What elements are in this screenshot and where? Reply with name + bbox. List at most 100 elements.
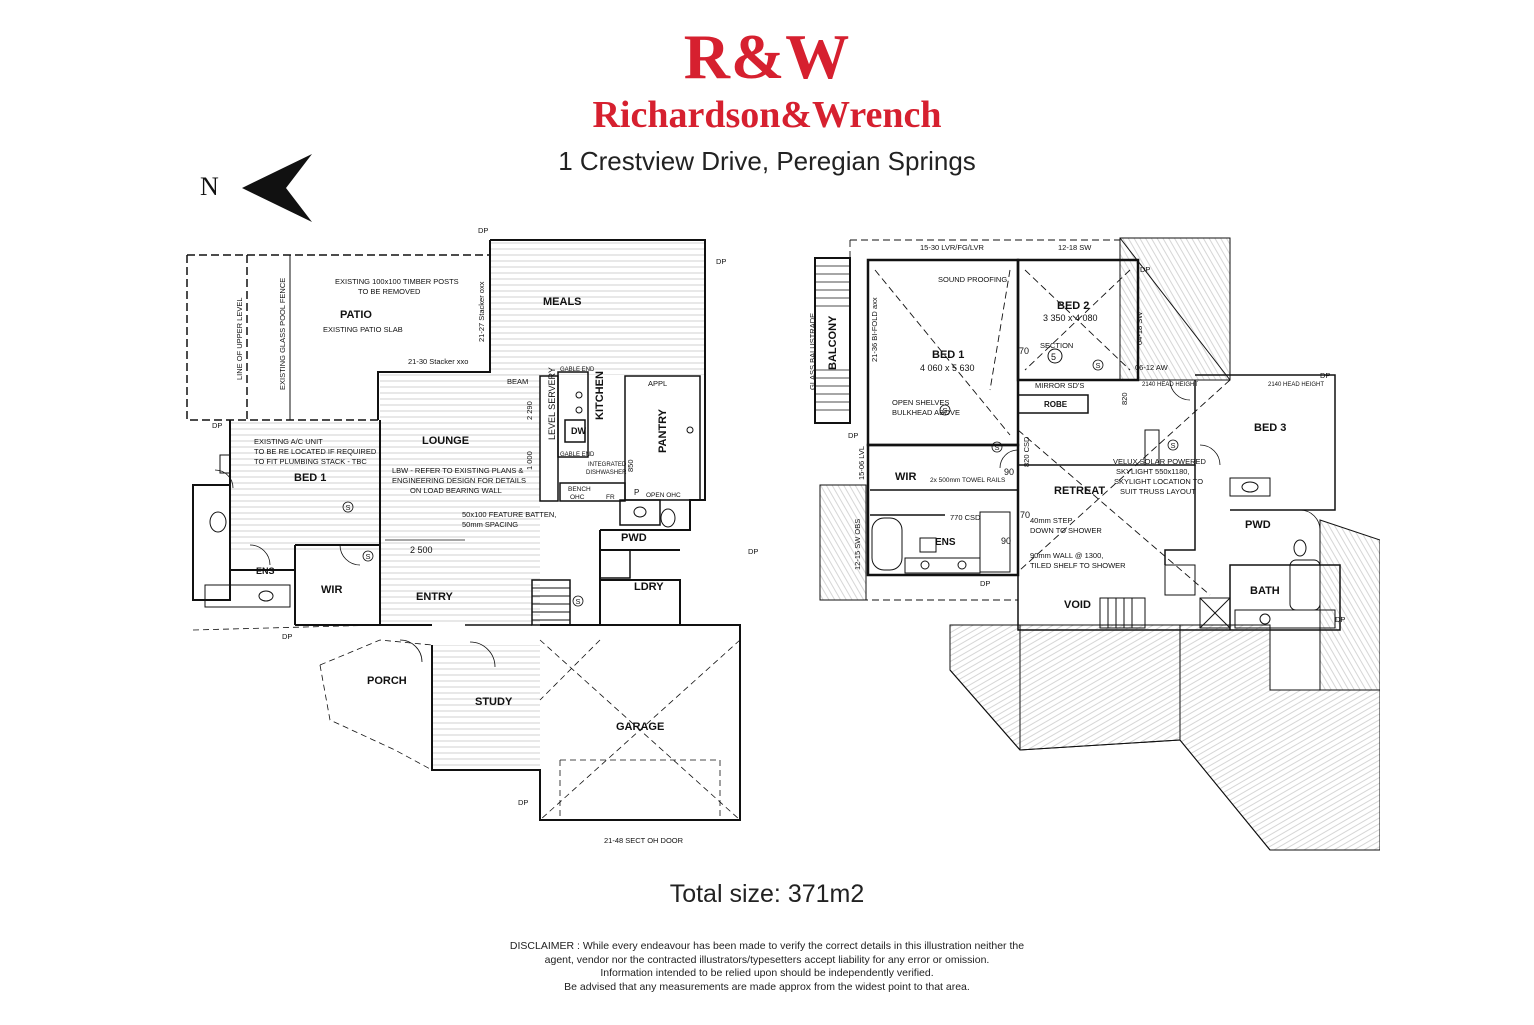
room-kitchen: KITCHEN [594, 371, 606, 420]
brand-name: Richardson&Wrench [592, 94, 942, 136]
note-velux-1: VELUX SOLAR POWERED [1113, 457, 1207, 466]
upper-room-pwd: PWD [1245, 519, 1271, 531]
note-dim-850: 850 [626, 459, 635, 472]
brand-logo: R&W [683, 21, 851, 92]
upper-dp-3: DP [1320, 371, 1330, 380]
room-patio: PATIO [340, 309, 372, 321]
svg-text:S: S [995, 443, 1000, 452]
note-towel: 2x 500mm TOWEL RAILS [930, 477, 1006, 484]
door-arcs [214, 469, 496, 668]
lounge-floor [380, 372, 540, 622]
note-batten-1: 50x100 FEATURE BATTEN, [462, 510, 556, 519]
room-study: STUDY [475, 696, 513, 708]
garage-roofline [192, 624, 741, 821]
bed1-floor [230, 420, 380, 550]
upper-room-wir: WIR [895, 471, 916, 483]
ground-floor-plan: SSS MEALS PATIO LOUNGE BED 1 PWD LDRY EN… [186, 226, 758, 845]
room-bed1: BED 1 [294, 472, 326, 484]
note-open-ohc: OPEN OHC [646, 492, 681, 499]
north-label: N [200, 172, 219, 201]
note-sw-1218: 12-18 SW [1058, 243, 1092, 252]
svg-text:S: S [576, 597, 581, 606]
note-beam: BEAM [507, 377, 528, 386]
upper-room-void: VOID [1064, 599, 1091, 611]
note-ac-2: TO BE RE LOCATED IF REQUIRED [254, 447, 377, 456]
smoke-letters: SSS [346, 503, 581, 606]
note-lvr: 15-30 LVR/FG/LVR [920, 243, 984, 252]
note-aw-0612: 06-12 AW [1135, 363, 1169, 372]
note-dim-70b: 70 [1020, 510, 1030, 520]
upper-stairs [1099, 564, 1196, 629]
dp-label-2: DP [716, 257, 726, 266]
note-csd-770: 770 CSD [950, 513, 981, 522]
note-lbw-1: LBW - REFER TO EXISTING PLANS & [392, 466, 523, 475]
room-lounge: LOUNGE [422, 435, 469, 447]
note-garage-door: 21-48 SECT OH DOOR [604, 836, 684, 845]
note-velux-2: SKYLIGHT 550x1180, [1116, 467, 1190, 476]
note-bench: BENCH [568, 486, 591, 493]
room-dw: DW [571, 426, 586, 436]
note-patio-slab: EXISTING PATIO SLAB [323, 325, 403, 334]
note-velux-3: SKYLIGHT LOCATION TO [1114, 477, 1203, 486]
note-wall-1: 90mm WALL @ 1300, [1030, 551, 1103, 560]
upper-room-ens: ENS [935, 537, 956, 548]
upper-bed2-size: 3 350 x 4 080 [1043, 313, 1098, 323]
disclaimer-line-2: agent, vendor nor the contracted illustr… [544, 953, 990, 966]
note-lbw-3: ON LOAD BEARING WALL [410, 486, 502, 495]
note-dim-2500: 2 500 [410, 545, 433, 555]
north-arrow-icon [242, 154, 312, 222]
stairs [465, 579, 571, 626]
note-dim-70a: 70 [1019, 346, 1029, 356]
note-step-2: DOWN TO SHOWER [1030, 526, 1102, 535]
total-size-value: 371m2 [787, 880, 865, 908]
room-pwd: PWD [621, 532, 647, 544]
upper-room-bed1: BED 1 [932, 349, 964, 361]
dp-label-4: DP [282, 632, 292, 641]
note-mirror: MIRROR SD'S [1035, 381, 1084, 390]
dp-label-1: DP [478, 226, 488, 235]
room-meals: MEALS [543, 296, 582, 308]
study-floor [432, 645, 540, 770]
upper-dp-4: DP [980, 579, 990, 588]
note-appl: APPL [648, 379, 667, 388]
upper-walls-thin [870, 374, 1341, 631]
upper-dp-1: DP [848, 431, 858, 440]
room-entry: ENTRY [416, 591, 454, 603]
note-head-1: 2140 HEAD HEIGHT [1142, 382, 1198, 388]
room-wir: WIR [321, 584, 342, 596]
note-dim-90a: 90 [1004, 467, 1014, 477]
disclaimer-line-4: Be advised that any measurements are mad… [564, 980, 970, 993]
note-ac-3: TO FIT PLUMBING STACK - TBC [254, 457, 367, 466]
upper-fixtures [871, 429, 1336, 629]
upper-room-bath: BATH [1250, 585, 1280, 597]
note-upper-level: LINE OF UPPER LEVEL [235, 297, 244, 380]
total-size-label: Total size: [669, 880, 781, 908]
note-wall-2: TILED SHELF TO SHOWER [1030, 561, 1126, 570]
note-level-servery: LEVEL SERVERY [547, 367, 557, 440]
fixtures [204, 391, 694, 608]
note-p: P [634, 488, 639, 497]
note-gable-end-top: GABLE END [560, 367, 595, 373]
meals-floor [490, 240, 705, 375]
upper-room-robe: ROBE [1044, 400, 1068, 409]
disclaimer-line-1: DISCLAIMER : While every endeavour has b… [509, 940, 1025, 952]
balcony [814, 257, 851, 424]
note-stacker-xxo: 21-30 Stacker xxo [408, 357, 468, 366]
dp-label-5: DP [518, 798, 528, 807]
note-velux-4: SUIT TRUSS LAYOUT [1120, 487, 1196, 496]
dp-label-3: DP [748, 547, 758, 556]
upper-room-bed3: BED 3 [1254, 422, 1286, 434]
note-dim-820: 820 [1120, 392, 1129, 405]
note-timber-posts-1: EXISTING 100x100 TIMBER POSTS [335, 277, 459, 286]
note-sw-1215: 12-15 SW OBS [853, 519, 862, 570]
note-bifold: 21-36 BI-FOLD axx [870, 297, 879, 362]
note-gable-end-bottom: GABLE END [560, 452, 595, 458]
room-ens: ENS [256, 566, 275, 576]
svg-text:S: S [1171, 441, 1176, 450]
note-csd-820: 820 CSD [1022, 436, 1031, 467]
upper-walls [866, 258, 1140, 577]
note-dim-2290: 2 290 [525, 401, 534, 420]
dp-label-6: DP [212, 421, 222, 430]
